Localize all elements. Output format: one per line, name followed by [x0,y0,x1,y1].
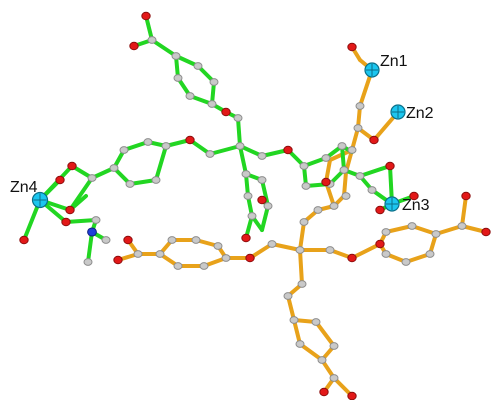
carbon-atoms [83,36,467,382]
zn1-atom [364,62,380,78]
zn3-label: Zn3 [402,197,430,214]
zn2-label: Zn2 [406,105,434,122]
zn4-atom [31,191,49,209]
zn1-label: Zn1 [380,53,408,70]
zn3-atom [384,196,400,212]
nitrogen-atoms [87,227,97,237]
zn4-label: Zn4 [10,179,38,196]
oxygen-atoms [19,11,491,400]
zn2-atom [390,104,406,120]
